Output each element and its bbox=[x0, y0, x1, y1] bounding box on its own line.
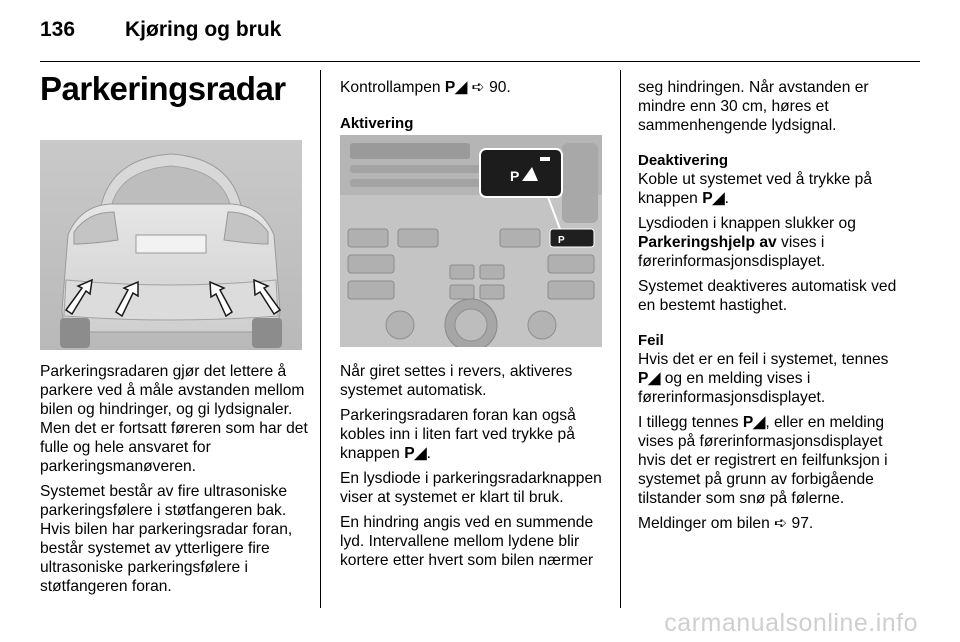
led-off-paragraph: Lysdioden i knappen slukker og Parkering… bbox=[638, 214, 908, 271]
led-off-text: Lysdioden i knappen slukker og bbox=[638, 215, 856, 232]
lamp-page-ref: 90. bbox=[489, 79, 511, 96]
obstacle-paragraph: En hindring angis ved en summende lyd. I… bbox=[340, 514, 594, 569]
column-divider-1 bbox=[320, 70, 321, 608]
sensor-arrow-3 bbox=[209, 280, 233, 318]
fault-text: Hvis det er en feil i systemet, tennes bbox=[638, 351, 889, 368]
reverse-paragraph: Når giret settes i revers, aktiveres sys… bbox=[340, 363, 573, 399]
svg-text:P: P bbox=[558, 235, 565, 246]
sensor-arrow-1 bbox=[64, 278, 93, 316]
column-divider-2 bbox=[620, 70, 621, 608]
vehicle-messages-paragraph: Meldinger om bilen ➪ 97. bbox=[638, 514, 908, 533]
fault-text-end: og en melding vises i førerinformasjonsd… bbox=[638, 370, 826, 406]
reference-arrow-icon: ➪ bbox=[774, 515, 788, 532]
header-rule bbox=[40, 61, 920, 62]
page-title: Parkeringsradar bbox=[40, 70, 286, 107]
vehicle-messages-text: Meldinger om bilen bbox=[638, 515, 770, 532]
parking-sensor-icon: P◢ bbox=[404, 445, 427, 462]
deactivate-paragraph: Koble ut systemet ved å trykke på knappe… bbox=[638, 171, 873, 207]
front-radar-paragraph: Parkeringsradaren foran kan også kobles … bbox=[340, 407, 576, 462]
console-svg: P P bbox=[340, 135, 602, 347]
park-assist-button bbox=[549, 228, 595, 248]
parking-sensor-icon: P◢ bbox=[638, 370, 661, 387]
auto-deactivate-paragraph: Systemet deaktiveres automatisk ved en b… bbox=[638, 278, 897, 314]
lamp-line: Kontrollampen P◢ ➪ 90. bbox=[340, 78, 602, 97]
additional-fault-paragraph: I tillegg tennes P◢, eller en melding vi… bbox=[638, 413, 908, 508]
system-paragraph: Systemet består av fire ultrasoniske par… bbox=[40, 483, 293, 595]
subheading-fault: Feil bbox=[638, 332, 664, 349]
additional-text-end: , eller en melding vises på førerinforma… bbox=[638, 414, 888, 507]
continuous-signal-paragraph: seg hindringen. Når avstanden er mindre … bbox=[638, 79, 869, 134]
led-paragraph: En lysdiode i parkeringsradarknappen vis… bbox=[340, 470, 602, 506]
car-rear-illustration bbox=[40, 140, 302, 350]
led-off-text-end: vises i førerinformasjonsdisplayet. bbox=[638, 234, 826, 270]
car-rear-svg bbox=[40, 140, 302, 350]
svg-text:P: P bbox=[510, 168, 519, 184]
fault-paragraph: Hvis det er en feil i systemet, tennes P… bbox=[638, 350, 908, 407]
center-console-illustration: P P bbox=[340, 135, 602, 347]
page-header: 136 Kjøring og bruk bbox=[40, 18, 281, 42]
lamp-label: Kontrollampen bbox=[340, 79, 441, 96]
section-title: Kjøring og bruk bbox=[125, 18, 282, 41]
subheading-deactivation: Deaktivering bbox=[638, 152, 729, 169]
deactivate-text: Koble ut systemet ved å trykke på knappe… bbox=[638, 171, 873, 207]
page-number: 136 bbox=[40, 18, 76, 41]
reference-arrow-icon: ➪ bbox=[471, 79, 485, 96]
parking-sensor-icon: P◢ bbox=[444, 79, 468, 96]
column-1: Parkeringsradaren gjør det lettere å par… bbox=[40, 362, 308, 602]
column-2-top: Kontrollampen P◢ ➪ 90. Aktivering bbox=[340, 78, 602, 139]
front-radar-text: Parkeringsradaren foran kan også kobles … bbox=[340, 407, 576, 462]
column-2-bottom: Når giret settes i revers, aktiveres sys… bbox=[340, 362, 606, 576]
subheading-activation: Aktivering bbox=[340, 115, 414, 132]
column-3: seg hindringen. Når avstanden er mindre … bbox=[638, 78, 908, 539]
sensor-arrow-4 bbox=[253, 278, 282, 316]
sensor-arrow-2 bbox=[115, 280, 139, 318]
parking-sensor-icon: P◢ bbox=[702, 190, 725, 207]
intro-paragraph: Parkeringsradaren gjør det lettere å par… bbox=[40, 363, 308, 475]
additional-text: I tillegg tennes bbox=[638, 414, 739, 431]
parking-sensor-icon: P◢ bbox=[742, 414, 766, 431]
park-assist-off-label: Parkeringshjelp av bbox=[638, 234, 777, 251]
watermark: carmanualsonline.info bbox=[664, 609, 918, 637]
vehicle-messages-ref: 97. bbox=[791, 515, 814, 532]
callout-box bbox=[479, 148, 563, 198]
